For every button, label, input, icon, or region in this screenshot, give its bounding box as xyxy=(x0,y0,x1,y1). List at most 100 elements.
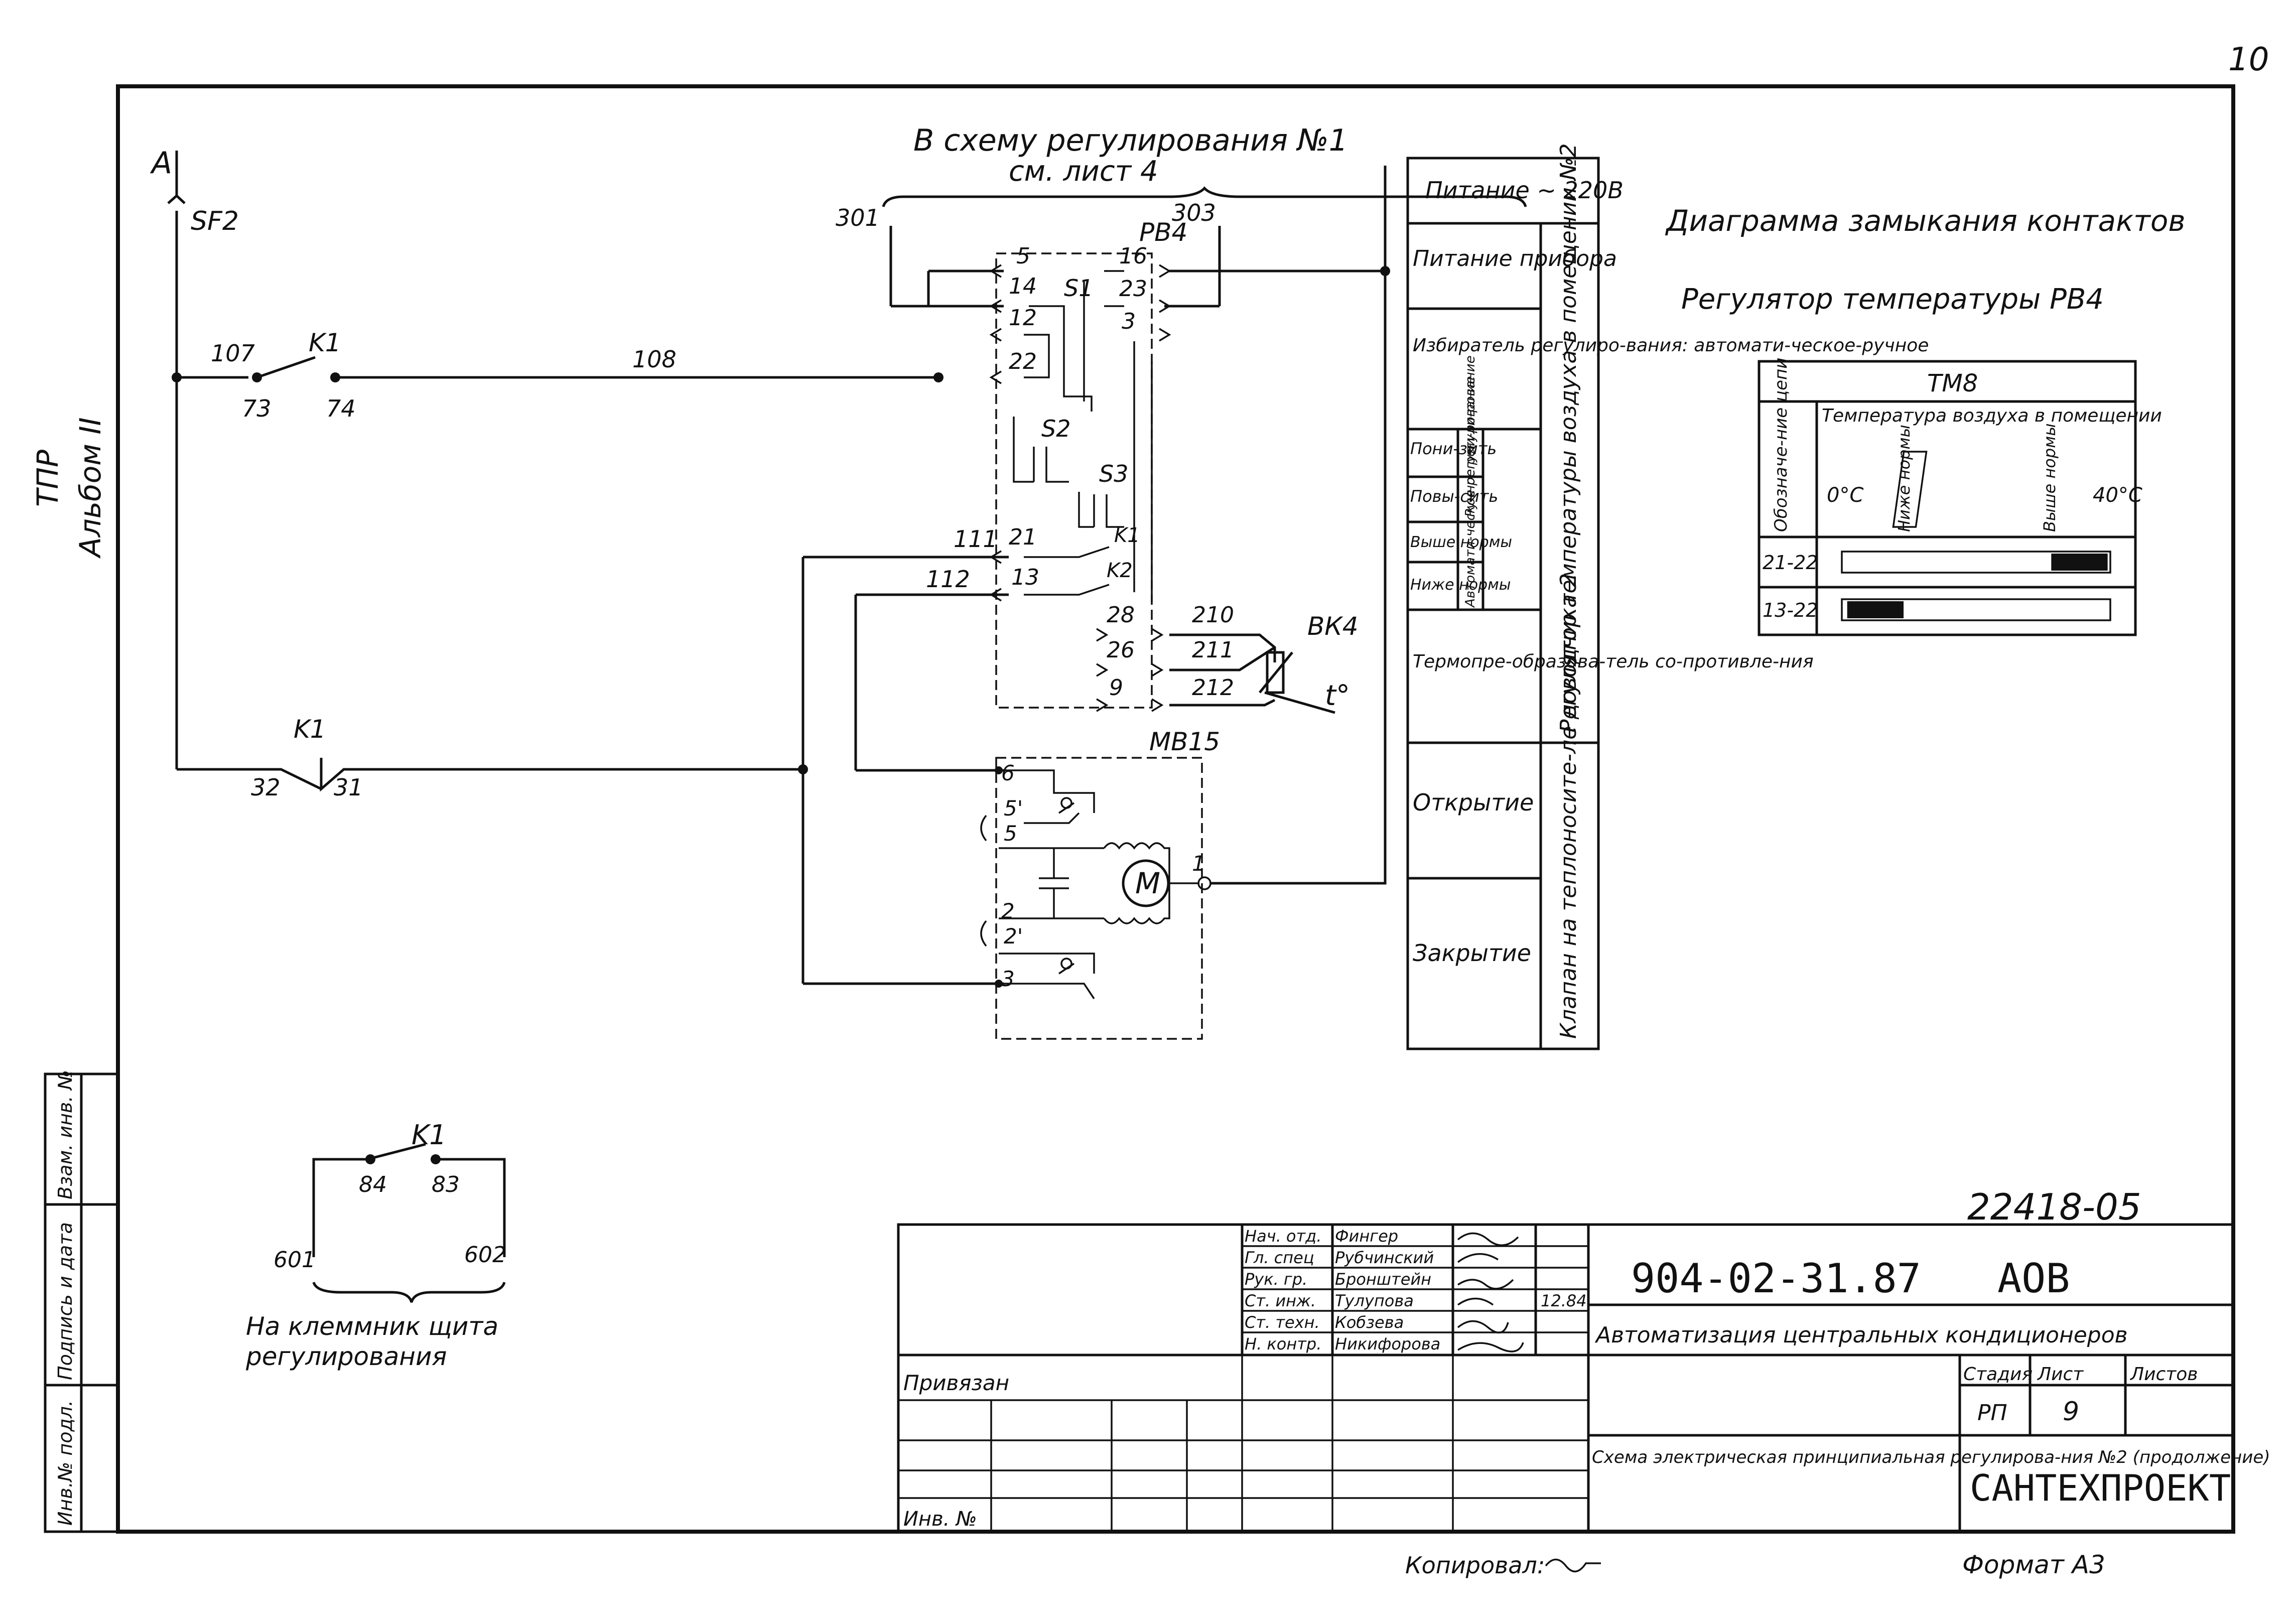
svg-text:26: 26 xyxy=(1107,637,1135,663)
tb-inv: Инв. № xyxy=(903,1508,977,1531)
relay-k1-upper-contact xyxy=(256,356,316,379)
wire-301-label: 301 xyxy=(836,204,880,231)
svg-text:9: 9 xyxy=(1109,675,1123,701)
tb-linked: Привязан xyxy=(903,1371,1009,1395)
tb-sheets-label: Листов xyxy=(2129,1364,2198,1385)
node-a-label: A xyxy=(150,146,172,181)
relay-k1-upper-label: K1 xyxy=(309,328,341,357)
ft-row-device-power: Питание прибора xyxy=(1413,246,1617,272)
contact-table-header: ТМ8 xyxy=(1927,369,1978,397)
contact-k2-label: K2 xyxy=(1107,559,1133,582)
terminal-block-link: K1 84 83 601 602 На клеммник щита регули… xyxy=(245,1119,506,1371)
tb-name-1: Рубчинский xyxy=(1335,1248,1434,1267)
regulator-rv4: РВ4 5 16 14 23 12 3 22 21 13 28 26 9 xyxy=(889,218,1221,712)
sensor-t212: 212 xyxy=(1192,675,1234,701)
tb-role-2: Рук. гр. xyxy=(1245,1270,1307,1289)
contact-row-closed-range xyxy=(1847,601,1904,618)
ft-row-sensor: Термопре-образова-тель со-противле-ния xyxy=(1413,651,1814,672)
wire-107-label: 107 xyxy=(211,340,255,367)
tb-name-5: Никифорова xyxy=(1335,1334,1440,1354)
ft-row-below: Ниже нормы xyxy=(1410,576,1511,594)
contact-t-min: 0°C xyxy=(1827,484,1863,507)
svg-text:2: 2 xyxy=(1001,899,1015,923)
contact-col-circuit: Обозначе-ние цепи xyxy=(1771,358,1791,532)
contact-diagram: Диаграмма замыкания контактов Регулятор … xyxy=(1665,204,2186,636)
ft-manual: Ручное регули-рование xyxy=(1463,355,1478,517)
regulator-terminals: 5 16 14 23 12 3 22 21 13 28 26 9 xyxy=(1009,243,1147,701)
breaker-sf2-label: SF2 xyxy=(191,206,239,236)
regulator-label: РВ4 xyxy=(1139,218,1187,247)
signatures xyxy=(1457,1232,1524,1352)
svg-text:В схему регулирования №1: В схему регулирования №1 xyxy=(913,123,1348,158)
wire-112-label: 112 xyxy=(926,566,970,593)
circuit-lower-branch: K1 32 31 111 112 xyxy=(177,525,1009,985)
contact-t-below: Ниже нормы xyxy=(1895,425,1914,532)
svg-text:5: 5 xyxy=(1004,821,1017,846)
sensor-element xyxy=(1266,651,1285,694)
relay-k1-lower-label: K1 xyxy=(294,715,326,744)
tb-role-3: Ст. инж. xyxy=(1245,1291,1316,1310)
svg-text:5: 5 xyxy=(1016,243,1030,269)
paper-format: Формат А3 xyxy=(1962,1550,2105,1579)
svg-text:14: 14 xyxy=(1009,274,1037,299)
tb-caption-2: регулирования xyxy=(245,1342,447,1371)
svg-text:Альбом II: Альбом II xyxy=(73,417,107,559)
svg-text:13: 13 xyxy=(1011,565,1039,590)
svg-text:1: 1 xyxy=(1192,851,1205,876)
svg-text:ТПР: ТПР xyxy=(31,450,65,507)
relay-k1-lower-contact xyxy=(258,758,803,792)
tb-stage: РП xyxy=(1977,1400,2007,1426)
top-caption: В схему регулирования №1 см. лист 4 301 … xyxy=(836,123,1527,231)
svg-text:3: 3 xyxy=(1122,309,1136,334)
sensor-label: ВК4 xyxy=(1307,612,1359,641)
svg-text:16: 16 xyxy=(1119,243,1147,269)
ft-auto: Автомати-ческое регули-рование xyxy=(1463,376,1478,608)
diagram-subtitle: Регулятор температуры РВ4 xyxy=(1681,283,2104,316)
svg-text:23: 23 xyxy=(1119,276,1147,302)
contact-row-circuit: 21-22 xyxy=(1763,552,1818,574)
svg-text:22: 22 xyxy=(1009,349,1037,374)
switch-s3-label: S3 xyxy=(1099,460,1128,487)
term-32-label: 32 xyxy=(251,774,281,801)
contact-k1-label: K1 xyxy=(1114,524,1140,547)
svg-text:см. лист 4: см. лист 4 xyxy=(1009,155,1158,188)
tb-code-suffix: АОВ xyxy=(1997,1255,2070,1302)
contact-col-temp: Температура воздуха в помещении xyxy=(1822,405,2162,426)
tb-stage-label: Стадия xyxy=(1963,1364,2033,1385)
tb-t84: 84 xyxy=(359,1172,387,1197)
sensor-t211: 211 xyxy=(1192,637,1234,663)
ft-row-above: Выше нормы xyxy=(1410,533,1512,551)
tb-role-0: Нач. отд. xyxy=(1245,1227,1321,1246)
term-73-label: 73 xyxy=(242,395,272,422)
ft-row-close: Закрытие xyxy=(1413,939,1531,967)
circuit-upper-branch: 107 73 K1 74 108 xyxy=(172,328,943,422)
tb-role-1: Гл. спец xyxy=(1245,1248,1314,1267)
tb-role-4: Ст. техн. xyxy=(1245,1313,1320,1332)
copied-signature xyxy=(1545,1558,1601,1572)
stamp-inv-orig: Инв.№ подл. xyxy=(54,1400,76,1526)
tb-project: Автоматизация центральных кондиционеров xyxy=(1594,1322,2128,1348)
ft-power: Питание ~ 220В xyxy=(1425,177,1624,204)
function-table: Питание ~ 220В Питание прибора Избирател… xyxy=(1406,143,1929,1050)
feed-supply: A SF2 xyxy=(150,146,239,769)
svg-text:5': 5' xyxy=(1004,796,1023,821)
sensor-t210: 210 xyxy=(1192,602,1234,628)
contact-range-indicator xyxy=(1892,451,1928,528)
switch-s2-label: S2 xyxy=(1041,415,1070,442)
tb-sheet: 9 xyxy=(2063,1397,2079,1427)
svg-text:12: 12 xyxy=(1009,305,1037,331)
tb-caption-1: На клеммник щита xyxy=(246,1312,498,1341)
svg-text:6: 6 xyxy=(1001,761,1015,785)
stamp-signature: Подпись и дата xyxy=(54,1222,76,1380)
term-74-label: 74 xyxy=(326,395,356,422)
tb-name-2: Бронштейн xyxy=(1335,1270,1431,1289)
svg-text:28: 28 xyxy=(1107,602,1135,628)
ft-row-selector: Избиратель регулиро-вания: автомати-ческ… xyxy=(1413,335,1929,356)
tb-role-5: Н. контр. xyxy=(1245,1334,1321,1354)
tb-code: 904-02-31.87 xyxy=(1631,1255,1921,1302)
tb-t83: 83 xyxy=(432,1172,460,1197)
ft-row-lower: Пони-зить xyxy=(1410,439,1497,458)
tb-w601: 601 xyxy=(274,1247,316,1273)
wire-303-label: 303 xyxy=(1172,199,1216,226)
